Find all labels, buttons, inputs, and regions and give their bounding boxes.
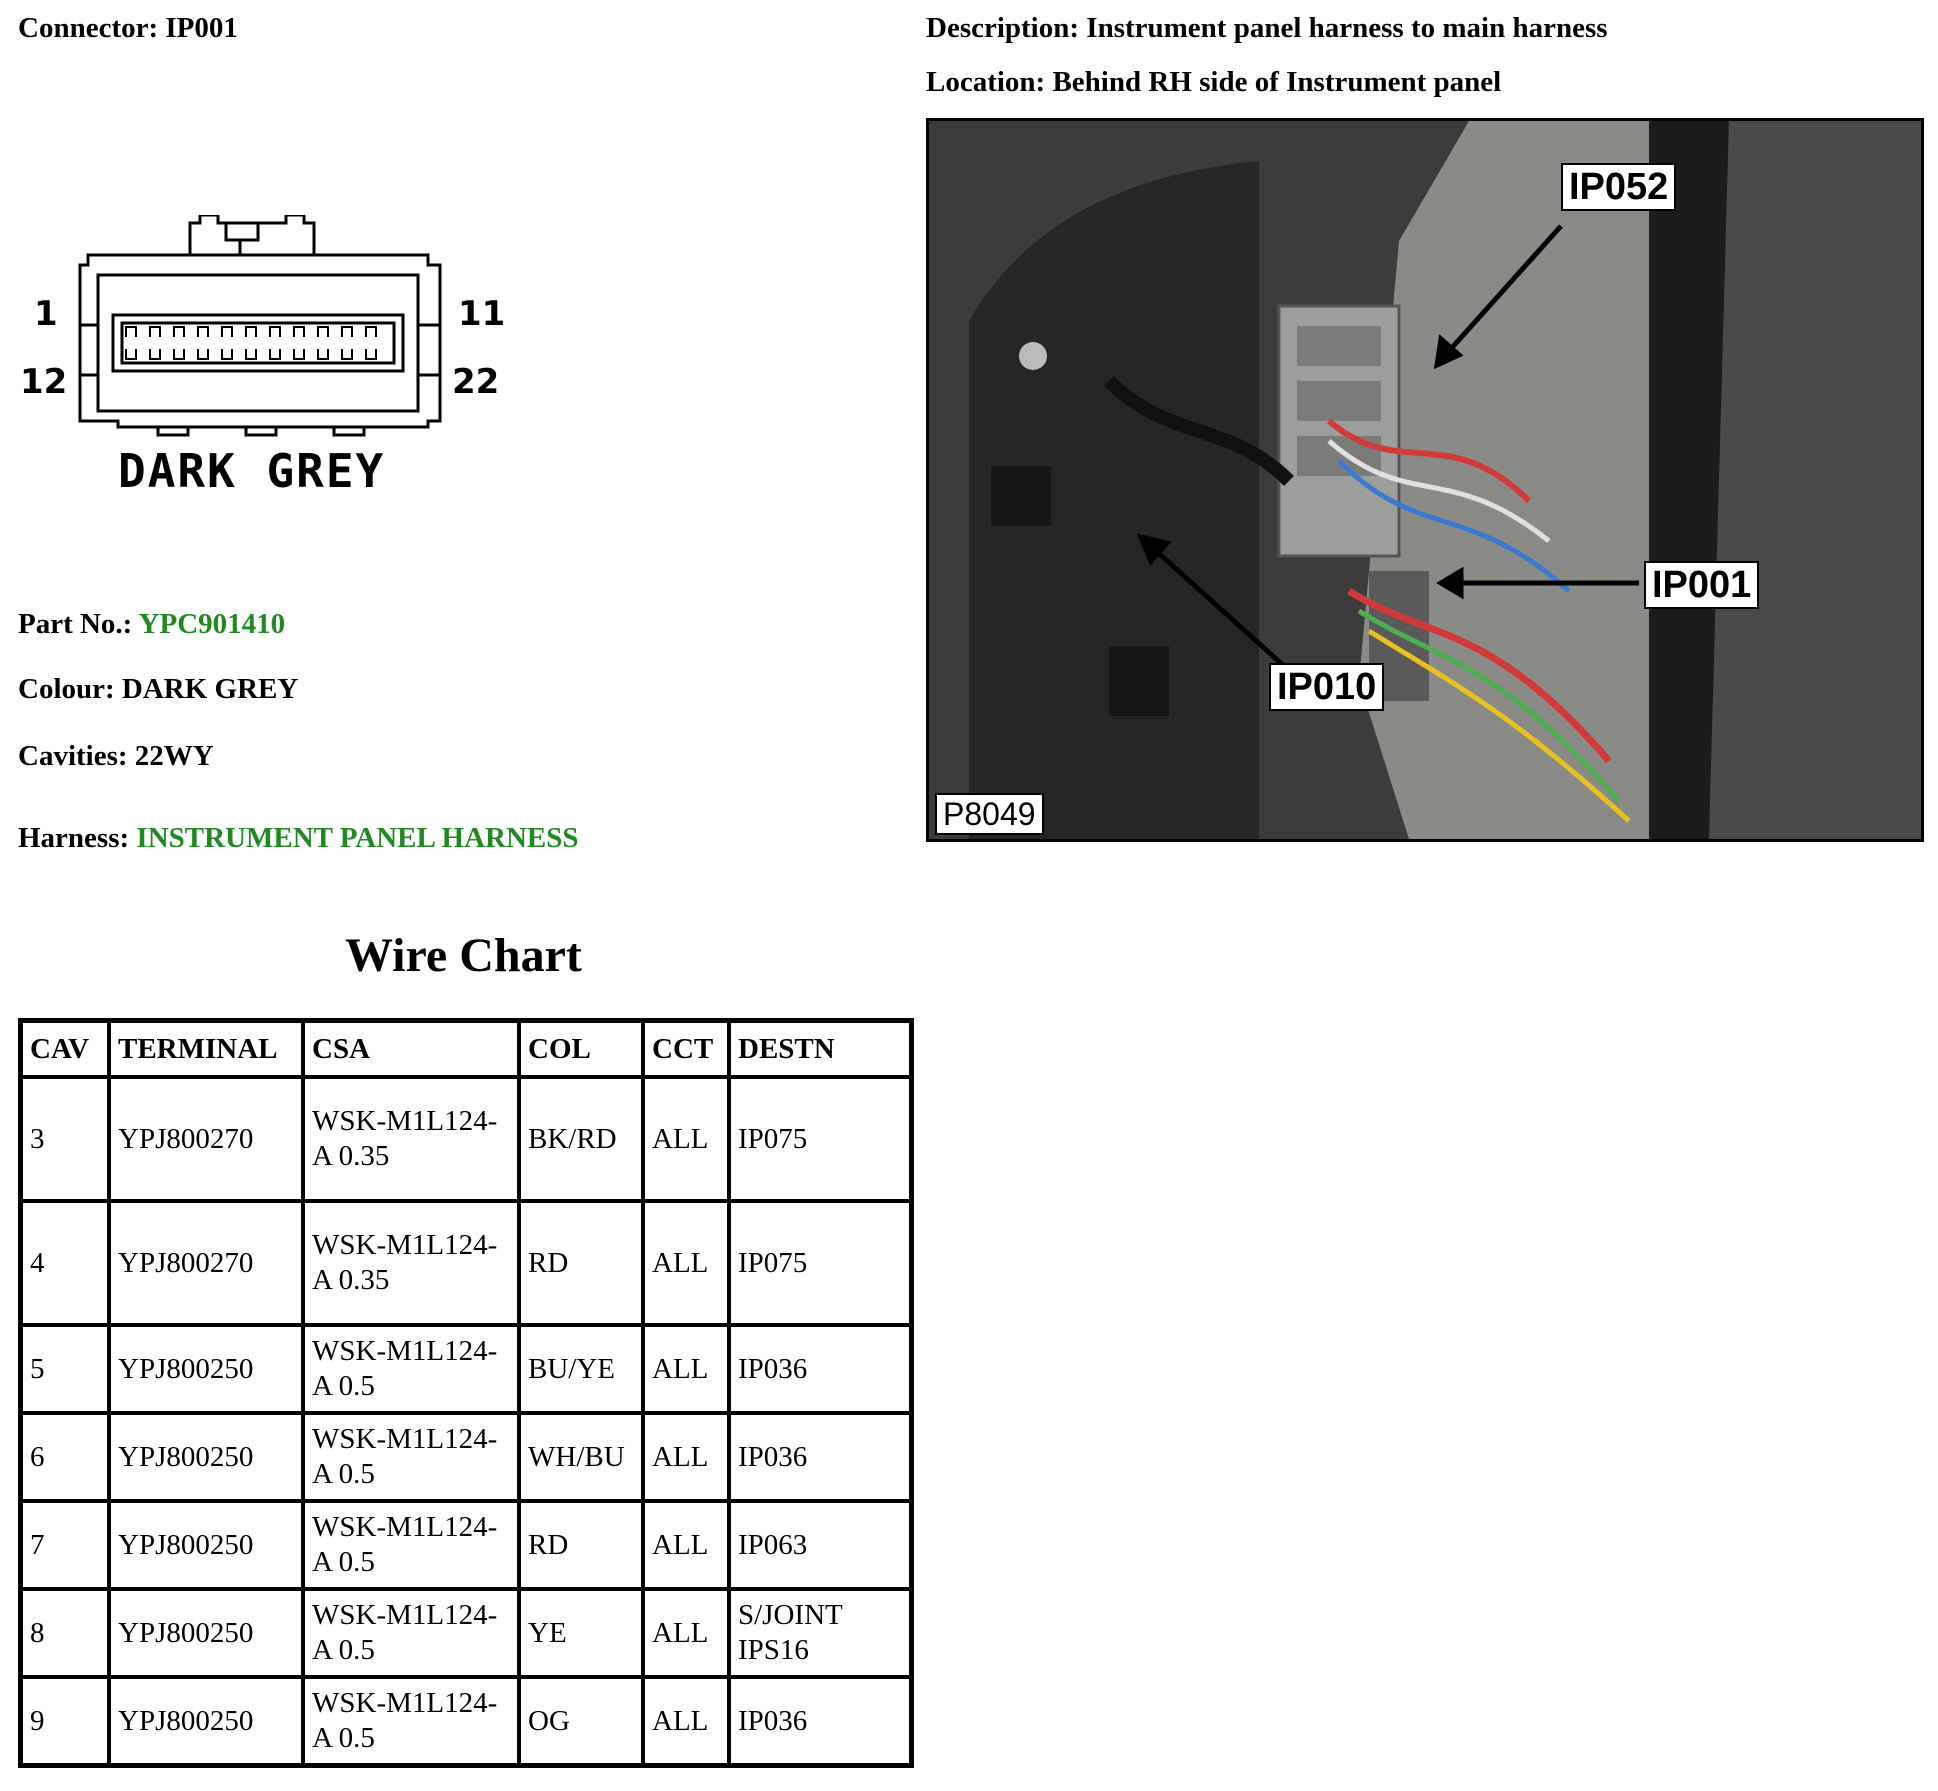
table-header-row: CAV TERMINAL CSA COL CCT DESTN [21, 1021, 911, 1077]
table-row: 9 YPJ800250 WSK-M1L124-A 0.5 OG ALL IP03… [21, 1677, 911, 1765]
cell-terminal: YPJ800250 [109, 1677, 303, 1765]
connector-heading: Connector: IP001 [18, 12, 238, 45]
column-header-cct: CCT [643, 1021, 729, 1077]
cell-cct: ALL [643, 1201, 729, 1325]
location-field: Location: Behind RH side of Instrument p… [926, 66, 1501, 99]
wire-chart-table: CAV TERMINAL CSA COL CCT DESTN 3 YPJ8002… [18, 1018, 914, 1768]
cell-cct: ALL [643, 1677, 729, 1765]
pin-label-22: 22 [452, 362, 499, 402]
cell-col: BU/YE [519, 1325, 643, 1413]
connector-label: Connector: [18, 12, 159, 44]
cell-terminal: YPJ800250 [109, 1589, 303, 1677]
cell-csa: WSK-M1L124-A 0.5 [303, 1677, 519, 1765]
cell-csa: WSK-M1L124-A 0.35 [303, 1077, 519, 1201]
cell-terminal: YPJ800270 [109, 1077, 303, 1201]
cell-cct: ALL [643, 1413, 729, 1501]
cell-destn: IP075 [729, 1201, 911, 1325]
table-row: 4 YPJ800270 WSK-M1L124-A 0.35 RD ALL IP0… [21, 1201, 911, 1325]
column-header-csa: CSA [303, 1021, 519, 1077]
table-row: 5 YPJ800250 WSK-M1L124-A 0.5 BU/YE ALL I… [21, 1325, 911, 1413]
cavities-field: Cavities: 22WY [18, 740, 214, 773]
table-row: 3 YPJ800270 WSK-M1L124-A 0.35 BK/RD ALL … [21, 1077, 911, 1201]
cell-destn: IP075 [729, 1077, 911, 1201]
photo-illustration [929, 121, 1921, 839]
cell-terminal: YPJ800250 [109, 1413, 303, 1501]
location-photo: IP052 IP001 IP010 P8049 [926, 118, 1924, 842]
colour-value: DARK GREY [121, 673, 299, 705]
colour-field: Colour: DARK GREY [18, 673, 298, 706]
harness-label: Harness: [18, 822, 130, 854]
cell-cct: ALL [643, 1077, 729, 1201]
connector-value: IP001 [165, 12, 238, 44]
connector-face-diagram: 1 11 12 22 DARK GREY [20, 215, 505, 498]
part-number-link[interactable]: YPC901410 [138, 608, 286, 640]
cell-col: WH/BU [519, 1413, 643, 1501]
pin-label-12: 12 [20, 362, 67, 402]
cell-cav: 9 [21, 1677, 109, 1765]
cell-terminal: YPJ800250 [109, 1325, 303, 1413]
pin-label-1: 1 [34, 294, 58, 334]
cell-cct: ALL [643, 1325, 729, 1413]
callout-ip052: IP052 [1561, 163, 1677, 211]
cell-destn: IP036 [729, 1413, 911, 1501]
pin-label-11: 11 [458, 294, 505, 334]
description-value: Instrument panel harness to main harness [1086, 12, 1608, 44]
cell-col: RD [519, 1501, 643, 1589]
description-field: Description: Instrument panel harness to… [926, 12, 1608, 45]
cell-destn: IP063 [729, 1501, 911, 1589]
location-value: Behind RH side of Instrument panel [1052, 66, 1502, 98]
cell-csa: WSK-M1L124-A 0.5 [303, 1413, 519, 1501]
cell-terminal: YPJ800270 [109, 1201, 303, 1325]
cell-csa: WSK-M1L124-A 0.5 [303, 1325, 519, 1413]
cell-cav: 4 [21, 1201, 109, 1325]
colour-label: Colour: [18, 673, 115, 705]
part-number-label: Part No.: [18, 608, 133, 640]
cell-cav: 3 [21, 1077, 109, 1201]
table-row: 7 YPJ800250 WSK-M1L124-A 0.5 RD ALL IP06… [21, 1501, 911, 1589]
cell-destn: S/JOINT IPS16 [729, 1589, 911, 1677]
cell-col: RD [519, 1201, 643, 1325]
cell-cav: 5 [21, 1325, 109, 1413]
column-header-destn: DESTN [729, 1021, 911, 1077]
column-header-col: COL [519, 1021, 643, 1077]
cell-csa: WSK-M1L124-A 0.35 [303, 1201, 519, 1325]
cell-csa: WSK-M1L124-A 0.5 [303, 1501, 519, 1589]
callout-ip001: IP001 [1644, 561, 1760, 609]
cell-destn: IP036 [729, 1677, 911, 1765]
photo-id-label: P8049 [935, 793, 1044, 835]
cell-col: BK/RD [519, 1077, 643, 1201]
harness-link[interactable]: INSTRUMENT PANEL HARNESS [136, 822, 579, 854]
callout-ip010: IP010 [1269, 663, 1385, 711]
cell-cct: ALL [643, 1589, 729, 1677]
cell-csa: WSK-M1L124-A 0.5 [303, 1589, 519, 1677]
part-number-field: Part No.: YPC901410 [18, 608, 285, 641]
cell-cav: 7 [21, 1501, 109, 1589]
cell-col: YE [519, 1589, 643, 1677]
table-row: 8 YPJ800250 WSK-M1L124-A 0.5 YE ALL S/JO… [21, 1589, 911, 1677]
cell-col: OG [519, 1677, 643, 1765]
cell-destn: IP036 [729, 1325, 911, 1413]
column-header-terminal: TERMINAL [109, 1021, 303, 1077]
cavities-label: Cavities: [18, 740, 128, 772]
cell-cav: 6 [21, 1413, 109, 1501]
diagram-color-label: DARK GREY [118, 444, 385, 498]
cavities-value: 22WY [134, 740, 214, 772]
cell-cct: ALL [643, 1501, 729, 1589]
description-label: Description: [926, 12, 1080, 44]
table-row: 6 YPJ800250 WSK-M1L124-A 0.5 WH/BU ALL I… [21, 1413, 911, 1501]
location-label: Location: [926, 66, 1046, 98]
cell-terminal: YPJ800250 [109, 1501, 303, 1589]
harness-field: Harness: INSTRUMENT PANEL HARNESS [18, 822, 579, 855]
cell-cav: 8 [21, 1589, 109, 1677]
wire-chart-title: Wire Chart [345, 929, 582, 982]
column-header-cav: CAV [21, 1021, 109, 1077]
